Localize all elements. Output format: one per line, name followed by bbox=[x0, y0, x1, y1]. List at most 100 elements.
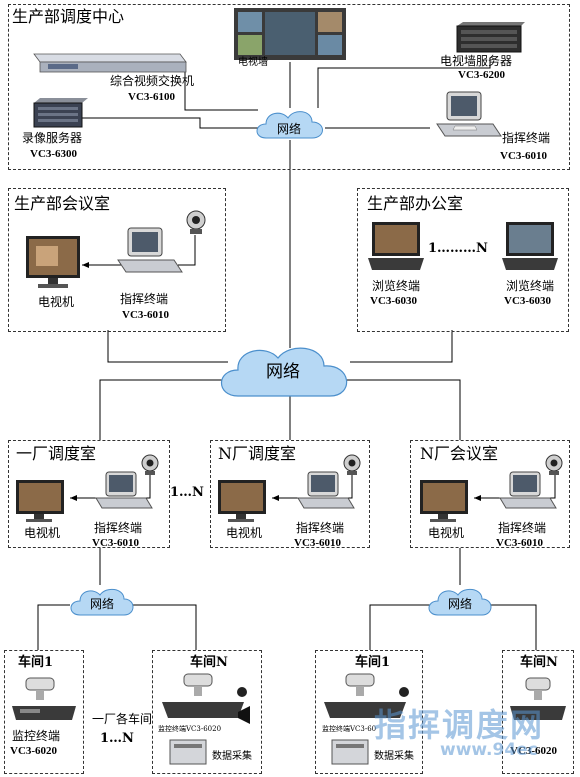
link-net-wsN bbox=[130, 604, 197, 650]
plantN-box bbox=[210, 440, 370, 548]
meeting-terminal-code: VC3-6010 bbox=[122, 309, 170, 321]
ws1-right-device-label: 监控终端VC3-60 bbox=[322, 725, 377, 733]
tv-icon bbox=[218, 480, 266, 522]
browser1-code: VC3-6030 bbox=[370, 295, 418, 307]
network-cloud-icon bbox=[221, 347, 348, 397]
ws1-right-box bbox=[315, 650, 423, 774]
tv-icon bbox=[26, 236, 80, 288]
link-net-ws1 bbox=[37, 604, 70, 650]
video-switch-label: 综合视频交换机 bbox=[110, 74, 195, 88]
browser2-label: 浏览终端 bbox=[506, 279, 555, 293]
video-wall-label: 电视墙 bbox=[238, 57, 268, 68]
camera-icon bbox=[545, 454, 563, 475]
trunk-bottom-right bbox=[345, 379, 461, 440]
recorder-label: 录像服务器 bbox=[22, 131, 83, 145]
plantN-meeting-box bbox=[410, 440, 570, 548]
plantN-terminal-label: 指挥终端 bbox=[296, 521, 345, 535]
data-collector-icon bbox=[331, 739, 369, 765]
wsN-left-box bbox=[152, 650, 262, 774]
video-switch-icon bbox=[33, 53, 187, 73]
video-switch-code: VC3-6100 bbox=[128, 91, 176, 103]
wsN-right-title: 车间N bbox=[520, 655, 558, 670]
ws-between-line1: 一厂各车间 bbox=[92, 712, 153, 726]
tv-icon bbox=[420, 480, 468, 522]
ws1-left-monitor-label: 监控终端 bbox=[12, 729, 61, 743]
network-cloud-icon bbox=[428, 588, 492, 616]
wsN-left-device-label: 监控终端VC3-6020 bbox=[158, 725, 222, 733]
plantN-title: N厂调度室 bbox=[218, 444, 297, 463]
office-title: 生产部办公室 bbox=[367, 194, 464, 213]
wsN-right-code: VC3-6020 bbox=[510, 745, 558, 757]
dispatch-terminal-code: VC3-6010 bbox=[500, 150, 548, 162]
recorder-code: VC3-6300 bbox=[30, 148, 78, 160]
plant1-tv-label: 电视机 bbox=[24, 526, 61, 540]
dome-camera-icon bbox=[510, 677, 566, 720]
meeting-room-box bbox=[8, 188, 226, 332]
dispatch-center-box bbox=[8, 4, 570, 170]
plant-range-label: 1…N bbox=[170, 485, 204, 500]
trunk-bottom-left bbox=[99, 379, 230, 440]
link-server-cloud bbox=[317, 58, 491, 108]
meeting-terminal-label: 指挥终端 bbox=[120, 292, 169, 306]
plant1-box bbox=[8, 440, 170, 548]
wsN-left-collect-label: 数据采集 bbox=[212, 751, 252, 762]
wall-server-icon bbox=[456, 22, 525, 53]
main-network-label: 网络 bbox=[266, 362, 300, 382]
meeting-tv-label: 电视机 bbox=[38, 295, 75, 309]
tv-icon bbox=[16, 480, 64, 522]
dispatch-network-label: 网络 bbox=[277, 122, 302, 136]
dispatch-center-title: 生产部调度中心 bbox=[12, 7, 125, 26]
dome-camera-icon bbox=[162, 673, 250, 724]
net-right-label: 网络 bbox=[448, 597, 473, 611]
camera-icon bbox=[141, 454, 159, 475]
data-collector-icon bbox=[169, 739, 207, 765]
dispatch-terminal-label: 指挥终端 bbox=[502, 131, 551, 145]
video-wall-icon bbox=[234, 8, 346, 60]
plantN-meeting-tv-label: 电视机 bbox=[428, 526, 465, 540]
office-box bbox=[357, 188, 569, 332]
watermark-url: www.94ec bbox=[440, 740, 538, 760]
plant1-terminal-label: 指挥终端 bbox=[94, 521, 143, 535]
browser1-label: 浏览终端 bbox=[372, 279, 421, 293]
ws1-left-title: 车间1 bbox=[18, 655, 54, 670]
link-office-trunk bbox=[350, 330, 453, 363]
command-terminal-icon bbox=[436, 91, 502, 137]
net-left-label: 网络 bbox=[90, 597, 115, 611]
wsN-right-box bbox=[502, 650, 574, 774]
meeting-room-title: 生产部会议室 bbox=[14, 194, 111, 213]
plantN-meeting-terminal-code: VC3-6010 bbox=[496, 537, 544, 549]
plantN-meeting-title: N厂会议室 bbox=[420, 444, 499, 463]
command-terminal-icon bbox=[297, 471, 355, 509]
link-meeting-trunk bbox=[107, 330, 228, 363]
plantN-terminal-code: VC3-6010 bbox=[294, 537, 342, 549]
recorder-icon bbox=[33, 98, 88, 128]
laptop-icon bbox=[368, 222, 424, 270]
plant1-terminal-code: VC3-6010 bbox=[92, 537, 140, 549]
ws1-right-title: 车间1 bbox=[355, 655, 391, 670]
dome-camera-icon bbox=[324, 673, 409, 718]
link-switch-cloud bbox=[184, 70, 258, 111]
ws1-left-box bbox=[4, 650, 84, 774]
link-net-wsNr bbox=[490, 604, 537, 650]
ws1-right-collect-label: 数据采集 bbox=[374, 751, 414, 762]
plantN-tv-label: 电视机 bbox=[226, 526, 263, 540]
watermark-logo: 指挥调度网 bbox=[374, 706, 545, 744]
wsN-left-title: 车间N bbox=[190, 655, 228, 670]
browser2-code: VC3-6030 bbox=[504, 295, 552, 307]
camera-icon bbox=[343, 454, 361, 475]
laptop-icon bbox=[502, 222, 558, 270]
plantN-meeting-terminal-label: 指挥终端 bbox=[498, 521, 547, 535]
wall-server-code: VC3-6200 bbox=[458, 69, 506, 81]
link-net-ws1r bbox=[369, 604, 430, 650]
wall-server-label: 电视墙服务器 bbox=[440, 54, 513, 68]
plant1-title: 一厂调度室 bbox=[16, 444, 97, 463]
network-cloud-icon bbox=[70, 588, 134, 616]
link-recorder-cloud bbox=[80, 117, 262, 129]
office-range-label: 1………N bbox=[428, 241, 488, 256]
camera-icon bbox=[186, 210, 206, 234]
command-terminal-icon bbox=[117, 227, 183, 273]
network-cloud-icon bbox=[256, 111, 323, 139]
ws-between-line2: 1…N bbox=[100, 731, 134, 746]
